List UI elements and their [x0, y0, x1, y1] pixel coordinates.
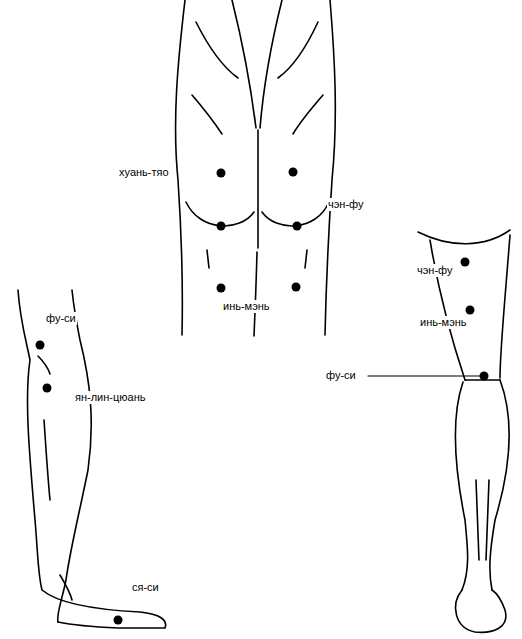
muscle-line: [278, 22, 318, 78]
muscle-line: [293, 95, 323, 134]
point-label: хуань-тяо: [118, 166, 170, 179]
point-label: чэн-фу: [416, 264, 454, 277]
leader-line: [368, 375, 480, 376]
muscle-line: [192, 95, 222, 134]
leg-outline: [430, 240, 465, 380]
shin-line: [44, 420, 50, 500]
gluteal-fold: [418, 230, 510, 244]
acupoint-dot: [114, 616, 123, 625]
muscle-line: [196, 22, 238, 78]
point-label: фу-си: [45, 312, 77, 325]
point-label: инь-мэнь: [222, 300, 271, 313]
acupoint-dot: [217, 284, 226, 293]
acupoint-dot: [217, 169, 226, 178]
heel-outline: [456, 590, 506, 632]
muscle-line: [232, 0, 256, 128]
gluteal-cleft: [257, 130, 259, 248]
thigh-line: [254, 252, 257, 336]
point-label: инь-мэнь: [419, 316, 468, 329]
body-outline: [325, 0, 335, 335]
acupoint-dot: [292, 283, 301, 292]
acupoint-dot: [289, 168, 298, 177]
body-outline: [176, 0, 185, 335]
acupoint-dot: [36, 341, 45, 350]
point-label: ян-лин-цюань: [74, 391, 146, 404]
point-label: чэн-фу: [327, 198, 365, 211]
acupoint-dot: [293, 222, 302, 231]
point-label: фу-си: [325, 369, 357, 382]
acupoint-dot: [466, 306, 475, 315]
acupoint-dot: [43, 384, 52, 393]
muscle-line: [260, 0, 282, 128]
point-label: ся-си: [131, 581, 160, 594]
tendon-line: [486, 480, 489, 560]
tendon-line: [476, 480, 479, 560]
ankle-line: [60, 575, 72, 600]
acupoint-dot: [217, 222, 226, 231]
leg-outline: [500, 235, 510, 378]
leg-outline: [455, 382, 467, 590]
acupoint-dot: [480, 372, 489, 381]
knee-line: [38, 356, 50, 374]
muscle-line: [305, 250, 307, 268]
muscle-line: [207, 250, 209, 268]
leg-outline: [58, 290, 92, 622]
leg-outline: [490, 380, 509, 590]
acupoint-dot: [461, 258, 470, 267]
leg-outline: [18, 290, 166, 628]
